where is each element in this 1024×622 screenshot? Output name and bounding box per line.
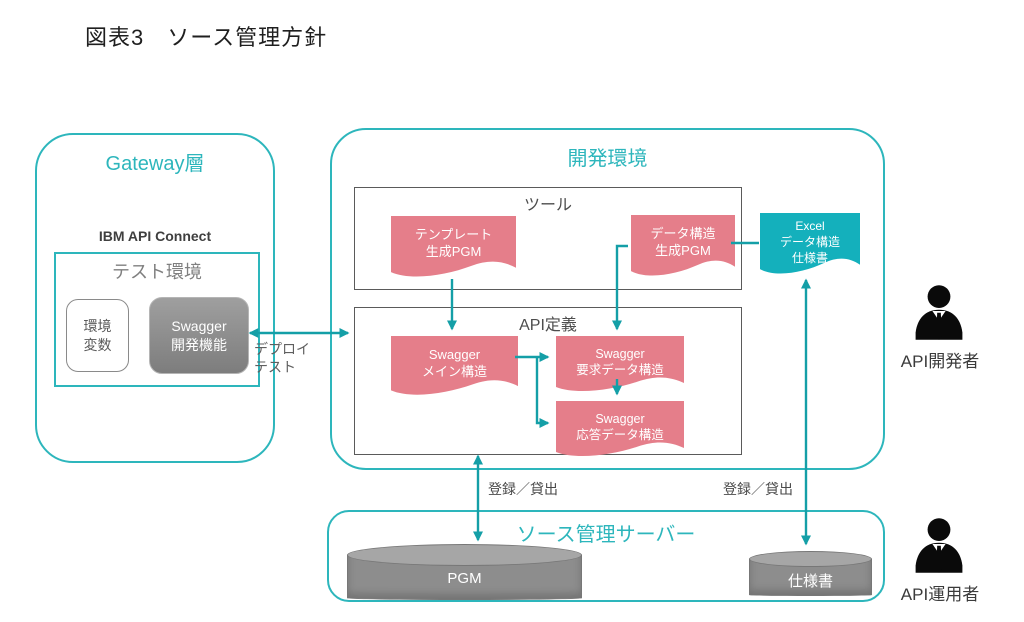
data-struct-pgm-doc: データ構造 生成PGM: [631, 215, 735, 281]
pgm-cylinder-label: PGM: [447, 570, 482, 587]
api-def-frame: API定義 Swagger メイン構造 Swagger 要求データ構造 Swag…: [354, 307, 742, 457]
document-shape: [631, 215, 735, 276]
gateway-layer-box: Gateway層 IBM API Connect テスト環境 環境 変数 Swa…: [35, 133, 275, 463]
deploy-test-label: デプロイ テスト: [254, 341, 310, 376]
dev-env-box: 開発環境 ツール テンプレート 生成PGM データ構造 生成PGM API定義 …: [330, 128, 885, 470]
gateway-layer-title: Gateway層: [105, 153, 205, 175]
spec-cylinder-label: 仕様書: [787, 573, 833, 590]
register-label-left: 登録／貸出: [488, 481, 558, 497]
document-shape: [391, 216, 516, 277]
register-label-right: 登録／貸出: [723, 481, 793, 497]
page-title: 図表3 ソース管理方針: [85, 25, 328, 50]
swagger-res-doc: Swagger 応答データ構造: [556, 401, 684, 461]
source-server-title: ソース管理サーバー: [516, 524, 696, 546]
swagger-main-label: Swagger メイン構造: [421, 346, 487, 379]
spec-cylinder: 仕様書: [749, 551, 872, 596]
dev-env-title: 開発環境: [567, 148, 648, 170]
test-env-box: テスト環境 環境 変数 Swagger 開発機能: [54, 252, 260, 387]
operator-label: API運用者: [900, 585, 980, 604]
operator-person-icon: [909, 515, 969, 579]
document-shape: [760, 213, 860, 274]
swagger-dev-box: Swagger 開発機能: [149, 297, 249, 374]
api-def-title: API定義: [519, 317, 577, 334]
data-struct-pgm-label: データ構造 生成PGM: [650, 226, 716, 259]
env-var-box: 環境 変数: [66, 299, 129, 372]
document-shape: [556, 336, 684, 392]
tool-frame: ツール テンプレート 生成PGM データ構造 生成PGM: [354, 187, 742, 290]
swagger-main-doc: Swagger メイン構造: [391, 336, 518, 400]
excel-spec-label: Excel データ構造 仕様書: [779, 219, 840, 265]
swagger-req-doc: Swagger 要求データ構造: [556, 336, 684, 396]
developer-person-icon: [909, 282, 969, 346]
excel-spec-doc: Excel データ構造 仕様書: [760, 213, 860, 279]
cylinder-top: [347, 544, 582, 566]
source-server-box: ソース管理サーバー PGM 仕様書: [327, 510, 885, 602]
template-pgm-label: テンプレート 生成PGM: [414, 227, 493, 260]
cylinder-top: [749, 551, 872, 567]
swagger-res-label: Swagger 応答データ構造: [576, 411, 664, 442]
document-shape: [391, 336, 518, 395]
test-env-title: テスト環境: [112, 262, 202, 282]
tool-frame-title: ツール: [523, 197, 572, 214]
document-shape: [556, 401, 684, 457]
template-pgm-doc: テンプレート 生成PGM: [391, 216, 516, 282]
swagger-req-label: Swagger 要求データ構造: [576, 346, 664, 377]
pgm-cylinder: PGM: [347, 544, 582, 600]
ibm-api-connect-label: IBM API Connect: [98, 228, 212, 244]
developer-label: API開発者: [900, 352, 980, 371]
